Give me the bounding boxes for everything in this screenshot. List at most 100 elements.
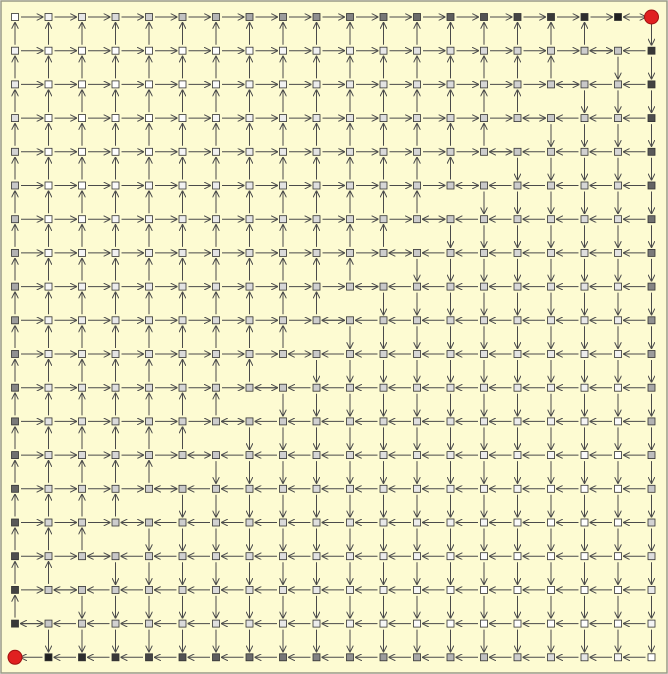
square-node-icon — [547, 484, 555, 493]
square-node-icon — [78, 586, 86, 594]
square-node-icon — [513, 13, 522, 21]
square-node-icon — [413, 215, 421, 224]
square-node-icon — [513, 181, 522, 190]
square-node-icon — [212, 46, 220, 55]
square-node-icon — [145, 383, 153, 392]
square-node-icon — [245, 316, 254, 325]
square-node-icon — [212, 181, 220, 190]
square-node-icon — [547, 552, 555, 561]
square-node-icon — [513, 552, 522, 561]
square-node-icon — [78, 552, 86, 561]
square-node-icon — [346, 350, 354, 358]
square-node-icon — [78, 80, 86, 89]
square-node-icon — [279, 653, 287, 662]
square-node-icon — [413, 350, 421, 358]
square-node-icon — [78, 417, 86, 426]
square-node-icon — [513, 586, 522, 594]
square-node-icon — [614, 80, 622, 89]
square-node-icon — [245, 484, 254, 493]
square-node-icon — [480, 451, 488, 460]
square-node-icon — [446, 518, 455, 527]
square-node-icon — [312, 350, 321, 358]
square-node-icon — [312, 417, 321, 426]
square-node-icon — [580, 147, 589, 156]
square-node-icon — [11, 282, 19, 291]
square-node-icon — [647, 484, 656, 493]
square-node-icon — [245, 181, 254, 190]
square-node-icon — [580, 653, 589, 662]
square-node-icon — [312, 653, 321, 662]
square-node-icon — [647, 451, 656, 460]
square-node-icon — [145, 114, 153, 122]
square-node-icon — [346, 181, 354, 190]
square-node-icon — [547, 282, 555, 291]
square-node-icon — [513, 383, 522, 392]
square-node-icon — [580, 383, 589, 392]
square-node-icon — [178, 46, 187, 55]
square-node-icon — [279, 215, 287, 224]
square-node-icon — [614, 417, 622, 426]
square-node-icon — [446, 417, 455, 426]
square-node-icon — [279, 518, 287, 527]
square-node-icon — [614, 552, 622, 561]
square-node-icon — [480, 114, 488, 122]
square-node-icon — [346, 552, 354, 561]
square-node-icon — [78, 350, 86, 358]
square-node-icon — [647, 552, 656, 561]
square-node-icon — [11, 417, 19, 426]
square-node-icon — [446, 181, 455, 190]
square-node-icon — [178, 619, 187, 628]
square-node-icon — [145, 518, 153, 527]
square-node-icon — [178, 147, 187, 156]
square-node-icon — [11, 80, 19, 89]
square-node-icon — [145, 215, 153, 224]
square-node-icon — [446, 586, 455, 594]
square-node-icon — [312, 80, 321, 89]
square-node-icon — [178, 417, 187, 426]
square-node-icon — [446, 653, 455, 662]
square-node-icon — [312, 518, 321, 527]
square-node-icon — [11, 552, 19, 561]
square-node-icon — [413, 484, 421, 493]
square-node-icon — [11, 451, 19, 460]
square-node-icon — [44, 181, 53, 190]
square-node-icon — [245, 282, 254, 291]
square-node-icon — [446, 451, 455, 460]
square-node-icon — [580, 417, 589, 426]
square-node-icon — [111, 451, 120, 460]
square-node-icon — [379, 586, 388, 594]
square-node-icon — [78, 619, 86, 628]
square-node-icon — [446, 316, 455, 325]
square-node-icon — [279, 181, 287, 190]
square-node-icon — [312, 282, 321, 291]
square-node-icon — [245, 80, 254, 89]
square-node-icon — [111, 383, 120, 392]
square-node-icon — [145, 552, 153, 561]
square-node-icon — [44, 114, 53, 122]
square-node-icon — [647, 350, 656, 358]
square-node-icon — [379, 350, 388, 358]
square-node-icon — [480, 316, 488, 325]
square-node-icon — [312, 619, 321, 628]
square-node-icon — [178, 350, 187, 358]
square-node-icon — [44, 147, 53, 156]
square-node-icon — [413, 383, 421, 392]
square-node-icon — [480, 484, 488, 493]
square-node-icon — [78, 451, 86, 460]
square-node-icon — [614, 181, 622, 190]
square-node-icon — [413, 518, 421, 527]
square-node-icon — [614, 653, 622, 662]
square-node-icon — [279, 147, 287, 156]
square-node-icon — [614, 586, 622, 594]
square-node-icon — [279, 248, 287, 257]
square-node-icon — [279, 619, 287, 628]
square-node-icon — [178, 215, 187, 224]
square-node-icon — [78, 282, 86, 291]
square-node-icon — [178, 316, 187, 325]
square-node-icon — [212, 350, 220, 358]
square-node-icon — [11, 215, 19, 224]
square-node-icon — [446, 383, 455, 392]
square-node-icon — [513, 80, 522, 89]
